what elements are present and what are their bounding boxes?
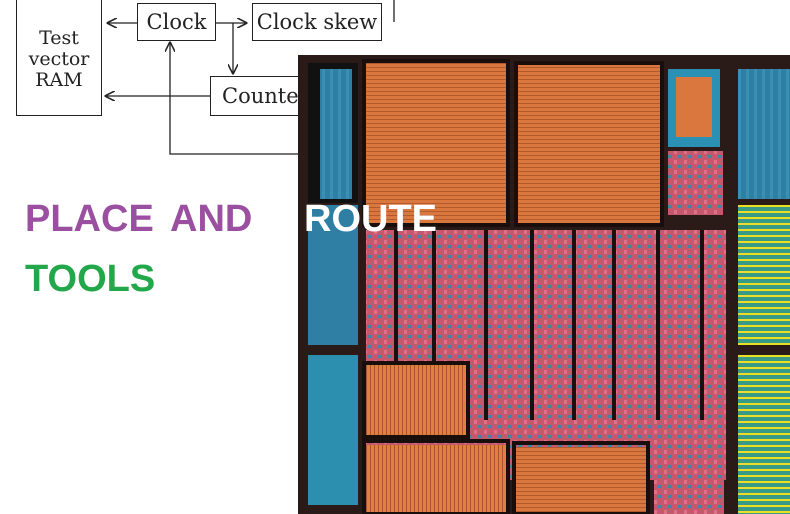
test-vector-ram-label: Test vector RAM [28, 27, 90, 91]
block-diagram: Test vector RAM Clock Clock skew Counter [0, 0, 420, 170]
clock-block: Clock [137, 3, 216, 41]
clock-skew-label: Clock skew [256, 10, 378, 34]
clock-label: Clock [146, 10, 207, 34]
heading-route: ROUTE [304, 198, 437, 240]
clock-skew-block: Clock skew [252, 3, 382, 41]
counter-label: Counter [222, 84, 309, 108]
heading-place: PLACE [25, 198, 154, 240]
heading-tools: TOOLS [25, 258, 156, 300]
diagram-connectors [97, 0, 395, 155]
chip-die-photo [298, 55, 790, 514]
heading-and: AND [170, 198, 253, 240]
test-vector-ram-block: Test vector RAM [16, 0, 102, 116]
